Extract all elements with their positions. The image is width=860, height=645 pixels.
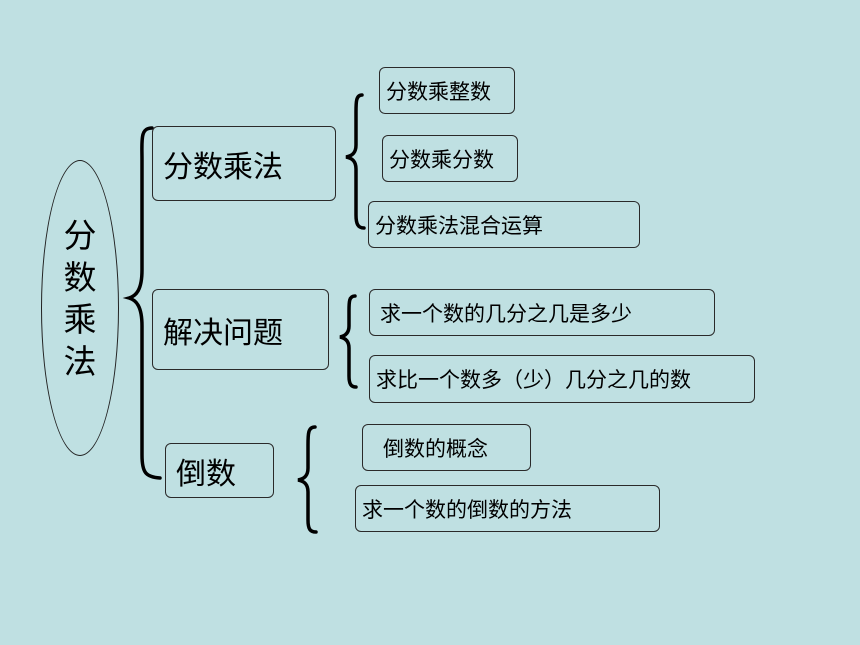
branch-label: 解决问题 — [163, 315, 283, 351]
leaf-reciprocal-concept: 倒数的概念 — [362, 424, 531, 471]
leaf-label: 倒数的概念 — [383, 436, 488, 461]
brace-problem-solving — [339, 294, 358, 389]
main-brace — [122, 126, 162, 480]
leaf-label: 求一个数的倒数的方法 — [362, 497, 572, 522]
leaf-label: 求比一个数多（少）几分之几的数 — [376, 368, 691, 392]
leaf-reciprocal-method: 求一个数的倒数的方法 — [355, 485, 660, 532]
leaf-label: 分数乘分数 — [389, 147, 494, 172]
leaf-more-or-less-than-a-number: 求比一个数多（少）几分之几的数 — [369, 355, 755, 403]
leaf-mixed-operations: 分数乘法混合运算 — [368, 201, 640, 248]
leaf-label: 分数乘法混合运算 — [375, 213, 543, 238]
leaf-fraction-times-integer: 分数乘整数 — [379, 67, 515, 114]
leaf-fraction-of-a-number: 求一个数的几分之几是多少 — [369, 289, 715, 336]
branch-label: 倒数 — [176, 456, 236, 492]
leaf-fraction-times-fraction: 分数乘分数 — [382, 135, 518, 182]
brace-fraction-multiplication — [345, 93, 366, 230]
brace-reciprocal — [297, 425, 318, 534]
branch-problem-solving: 解决问题 — [152, 289, 329, 370]
root-node-label: 分数乘法 — [63, 216, 97, 381]
leaf-label: 分数乘整数 — [386, 79, 491, 104]
branch-fraction-multiplication: 分数乘法 — [152, 126, 336, 201]
root-node-oval — [41, 160, 119, 456]
branch-label: 分数乘法 — [163, 149, 283, 185]
branch-reciprocal: 倒数 — [165, 443, 274, 498]
leaf-label: 求一个数的几分之几是多少 — [380, 301, 632, 326]
